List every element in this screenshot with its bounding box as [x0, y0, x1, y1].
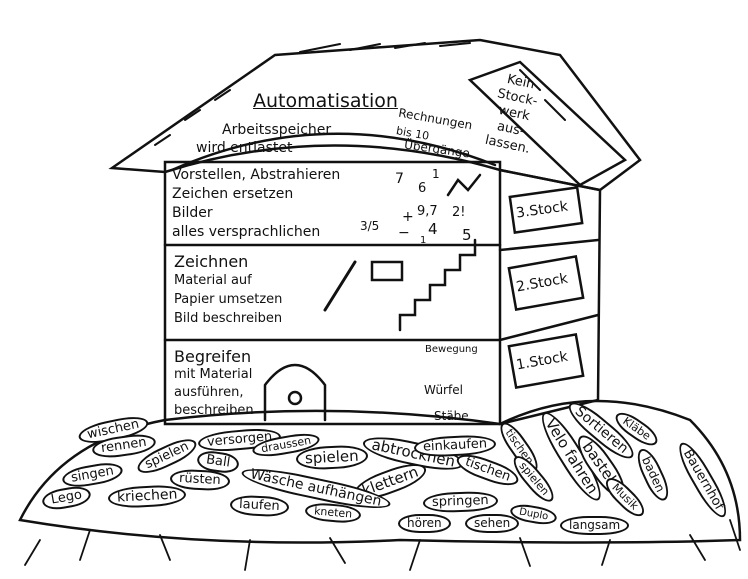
- floor-2-text: Zeichnen Material auf Papier umsetzen Bi…: [174, 252, 282, 328]
- math-symbol: 9,7: [417, 204, 438, 219]
- stairs-drawing: [398, 238, 477, 332]
- foundation-word: langsam: [560, 516, 630, 536]
- floor-1-extra: Würfel: [424, 383, 463, 397]
- floor-1-line: mit Material: [174, 367, 253, 382]
- roots: [24, 519, 741, 571]
- floor-1-line: ausführen,: [174, 385, 244, 400]
- floor-1-extra: Bewegung: [425, 344, 478, 355]
- floor-2-line: Papier umsetzen: [174, 292, 283, 307]
- foundation-mound: [18, 399, 742, 544]
- side-floor-divider: [498, 238, 600, 342]
- floor-2-line: Material auf: [174, 273, 252, 288]
- floor-3-line: Bilder: [172, 205, 213, 221]
- floor-3-line: alles versprachlichen: [172, 224, 321, 240]
- roof-tiles: [154, 42, 566, 146]
- floor-1-line: beschreiben: [174, 403, 254, 418]
- working-memory-line-2: wird entlastet: [196, 140, 293, 156]
- math-symbol: 3/5: [360, 219, 380, 233]
- floor-3-line: Zeichen ersetzen: [172, 186, 294, 202]
- math-symbol: 5: [462, 226, 472, 244]
- stickman-drawing: [446, 173, 482, 197]
- floor-sign-2: [507, 254, 585, 312]
- floor-1-text: Begreifen mit Material ausführen, beschr…: [174, 348, 254, 420]
- side-note-scroll: [467, 60, 628, 187]
- floor-2-line: Bild beschreiben: [174, 311, 283, 326]
- house-front: [163, 160, 502, 426]
- roof-inner-arc: [170, 132, 497, 172]
- foundation-word: hören: [398, 514, 451, 534]
- arch-drawing: [263, 363, 327, 422]
- floor-3-text: Vorstellen, Abstrahieren Zeichen ersetze…: [172, 166, 340, 242]
- keyhole-drawing: [287, 390, 303, 406]
- floor-1-heading: Begreifen: [174, 347, 252, 366]
- roof-outline: [108, 38, 642, 192]
- floor-3-line: Vorstellen, Abstrahieren: [172, 167, 341, 183]
- floor-sign-3: [508, 186, 584, 234]
- box-drawing: [370, 260, 404, 282]
- floor-sign-1: [507, 332, 585, 390]
- math-symbol: 1: [420, 235, 427, 246]
- roof-title: Automatisation: [253, 90, 398, 112]
- foundation-word: sehen: [465, 514, 520, 534]
- floor-2-heading: Zeichnen: [174, 252, 249, 271]
- math-symbol: 7: [395, 171, 404, 187]
- math-symbol: +: [402, 209, 414, 225]
- math-symbol: 6: [418, 181, 427, 196]
- math-symbol: 2!: [452, 205, 466, 220]
- floor-1-extra: Stäbe: [434, 409, 469, 423]
- pencil-drawing: [323, 260, 357, 312]
- math-symbol: 4: [428, 220, 438, 238]
- math-symbol: 1: [432, 167, 440, 181]
- math-symbol: −: [398, 225, 410, 241]
- working-memory-line-1: Arbeitsspeicher: [222, 122, 332, 138]
